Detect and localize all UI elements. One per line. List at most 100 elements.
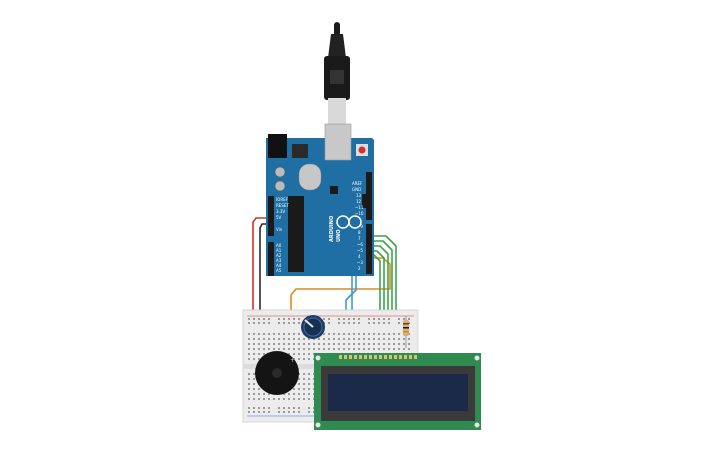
- breadboard-hole[interactable]: [298, 388, 300, 390]
- digital-header-bottom[interactable]: [366, 224, 372, 274]
- lcd-pin[interactable]: [364, 355, 367, 359]
- breadboard-hole[interactable]: [308, 373, 310, 375]
- breadboard-hole[interactable]: [303, 353, 305, 355]
- breadboard-hole[interactable]: [293, 358, 295, 360]
- breadboard-hole[interactable]: [323, 348, 325, 350]
- lcd-pin[interactable]: [409, 355, 412, 359]
- breadboard-hole[interactable]: [258, 358, 260, 360]
- breadboard-hole[interactable]: [313, 338, 315, 340]
- breadboard-hole[interactable]: [348, 318, 350, 320]
- breadboard-hole[interactable]: [293, 338, 295, 340]
- breadboard-hole[interactable]: [388, 338, 390, 340]
- breadboard-hole[interactable]: [253, 383, 255, 385]
- breadboard-hole[interactable]: [343, 343, 345, 345]
- breadboard-hole[interactable]: [348, 338, 350, 340]
- breadboard-hole[interactable]: [378, 333, 380, 335]
- breadboard-hole[interactable]: [393, 333, 395, 335]
- breadboard-hole[interactable]: [358, 338, 360, 340]
- lcd-pin[interactable]: [389, 355, 392, 359]
- breadboard-hole[interactable]: [288, 318, 290, 320]
- breadboard-hole[interactable]: [248, 333, 250, 335]
- breadboard-hole[interactable]: [298, 333, 300, 335]
- breadboard-hole[interactable]: [358, 318, 360, 320]
- breadboard-hole[interactable]: [278, 411, 280, 413]
- breadboard-hole[interactable]: [368, 348, 370, 350]
- breadboard-hole[interactable]: [263, 393, 265, 395]
- breadboard-hole[interactable]: [248, 388, 250, 390]
- breadboard-hole[interactable]: [268, 333, 270, 335]
- breadboard-hole[interactable]: [363, 343, 365, 345]
- breadboard-hole[interactable]: [343, 338, 345, 340]
- breadboard-hole[interactable]: [338, 333, 340, 335]
- lcd-pin[interactable]: [374, 355, 377, 359]
- breadboard-hole[interactable]: [408, 343, 410, 345]
- breadboard-hole[interactable]: [403, 348, 405, 350]
- breadboard-hole[interactable]: [388, 318, 390, 320]
- breadboard-hole[interactable]: [383, 333, 385, 335]
- breadboard-hole[interactable]: [403, 318, 405, 320]
- breadboard-hole[interactable]: [298, 407, 300, 409]
- breadboard-hole[interactable]: [253, 393, 255, 395]
- breadboard-hole[interactable]: [288, 353, 290, 355]
- breadboard-hole[interactable]: [303, 393, 305, 395]
- breadboard-hole[interactable]: [248, 318, 250, 320]
- breadboard-hole[interactable]: [318, 338, 320, 340]
- breadboard-hole[interactable]: [323, 333, 325, 335]
- breadboard-hole[interactable]: [298, 322, 300, 324]
- breadboard-hole[interactable]: [383, 348, 385, 350]
- breadboard-hole[interactable]: [293, 411, 295, 413]
- breadboard-hole[interactable]: [373, 343, 375, 345]
- breadboard-hole[interactable]: [388, 348, 390, 350]
- breadboard-hole[interactable]: [398, 318, 400, 320]
- breadboard-hole[interactable]: [283, 398, 285, 400]
- breadboard-hole[interactable]: [298, 338, 300, 340]
- lcd-pin[interactable]: [359, 355, 362, 359]
- breadboard-hole[interactable]: [268, 343, 270, 345]
- lcd-pin[interactable]: [344, 355, 347, 359]
- breadboard-hole[interactable]: [348, 348, 350, 350]
- breadboard-hole[interactable]: [353, 318, 355, 320]
- breadboard-hole[interactable]: [273, 338, 275, 340]
- breadboard-hole[interactable]: [248, 373, 250, 375]
- breadboard-hole[interactable]: [263, 333, 265, 335]
- breadboard-hole[interactable]: [298, 383, 300, 385]
- breadboard-hole[interactable]: [293, 393, 295, 395]
- breadboard-hole[interactable]: [388, 333, 390, 335]
- breadboard-hole[interactable]: [283, 318, 285, 320]
- breadboard-hole[interactable]: [293, 348, 295, 350]
- breadboard-hole[interactable]: [393, 348, 395, 350]
- breadboard-hole[interactable]: [393, 338, 395, 340]
- breadboard-hole[interactable]: [268, 407, 270, 409]
- resistor[interactable]: [403, 316, 409, 348]
- breadboard-hole[interactable]: [363, 333, 365, 335]
- power-header[interactable]: [268, 196, 274, 236]
- breadboard-hole[interactable]: [308, 348, 310, 350]
- breadboard-hole[interactable]: [308, 393, 310, 395]
- breadboard-hole[interactable]: [333, 348, 335, 350]
- breadboard-hole[interactable]: [258, 411, 260, 413]
- breadboard-hole[interactable]: [303, 398, 305, 400]
- breadboard-hole[interactable]: [308, 388, 310, 390]
- breadboard-hole[interactable]: [383, 318, 385, 320]
- lcd-pin[interactable]: [399, 355, 402, 359]
- breadboard-hole[interactable]: [258, 393, 260, 395]
- breadboard-hole[interactable]: [328, 333, 330, 335]
- breadboard-hole[interactable]: [368, 318, 370, 320]
- breadboard-hole[interactable]: [288, 411, 290, 413]
- breadboard-hole[interactable]: [338, 338, 340, 340]
- breadboard-hole[interactable]: [308, 411, 310, 413]
- breadboard-hole[interactable]: [333, 338, 335, 340]
- breadboard-hole[interactable]: [283, 343, 285, 345]
- breadboard-hole[interactable]: [253, 322, 255, 324]
- wire-green-1[interactable]: [370, 235, 397, 353]
- breadboard-hole[interactable]: [303, 343, 305, 345]
- breadboard-hole[interactable]: [283, 411, 285, 413]
- breadboard-hole[interactable]: [353, 338, 355, 340]
- breadboard-hole[interactable]: [293, 353, 295, 355]
- breadboard-hole[interactable]: [378, 318, 380, 320]
- breadboard-hole[interactable]: [268, 411, 270, 413]
- breadboard-hole[interactable]: [288, 338, 290, 340]
- breadboard-hole[interactable]: [258, 338, 260, 340]
- breadboard-hole[interactable]: [328, 348, 330, 350]
- breadboard-hole[interactable]: [383, 338, 385, 340]
